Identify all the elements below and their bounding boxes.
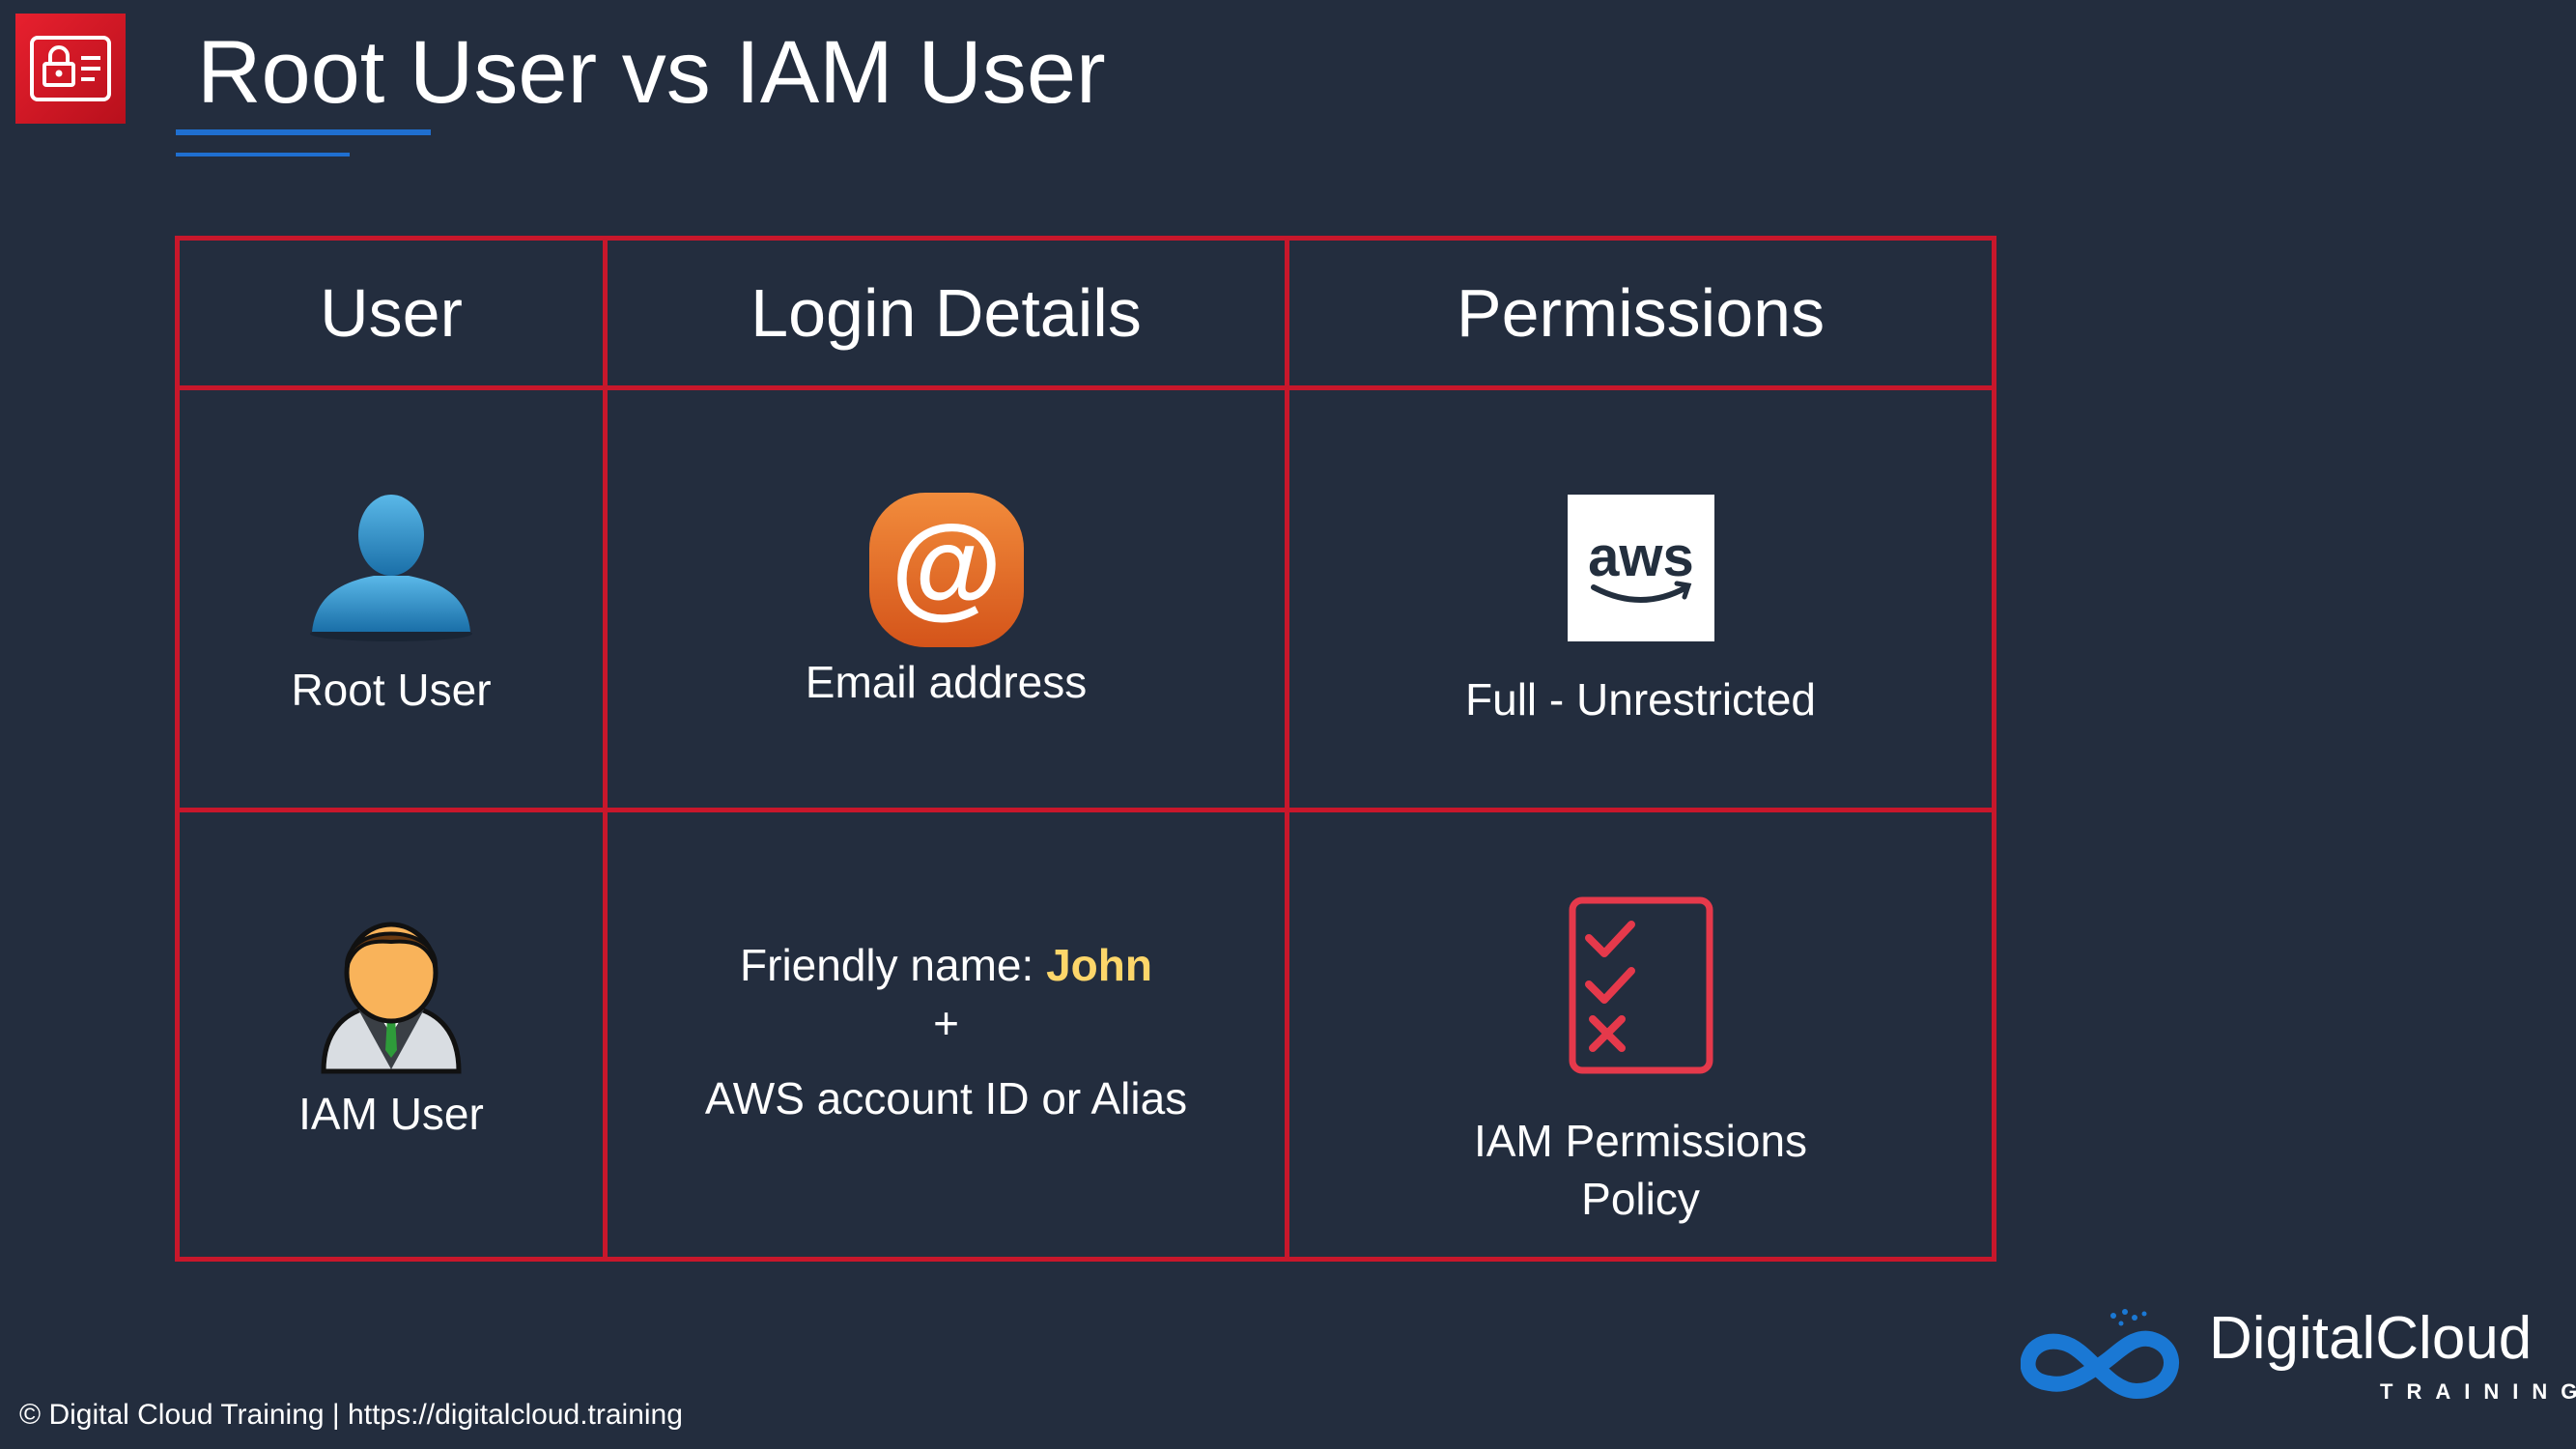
id-card-lock-icon <box>30 36 111 101</box>
header-user: User <box>180 241 608 390</box>
root-permissions-label: Full - Unrestricted <box>1465 674 1816 724</box>
person-silhouette-icon <box>310 495 472 641</box>
cell-root-permissions: aws Full - Unrestricted <box>1289 390 1992 812</box>
iam-permissions-label-line2: Policy <box>1581 1174 1700 1224</box>
friendly-name-value: John <box>1046 940 1152 990</box>
iam-permissions-label-line1: IAM Permissions <box>1473 1116 1808 1166</box>
page-title: Root User vs IAM User <box>197 23 1106 122</box>
iam-service-icon <box>15 14 126 124</box>
header-login-details: Login Details <box>608 241 1289 390</box>
root-login-label: Email address <box>805 657 1088 707</box>
at-sign-icon: @ <box>868 493 1024 647</box>
cell-iam-permissions: IAM Permissions Policy <box>1289 812 1992 1257</box>
brand-name: DigitalCloud <box>2209 1305 2533 1372</box>
header-permissions: Permissions <box>1289 241 1992 390</box>
cell-root-user: Root User <box>180 390 608 812</box>
title-underline <box>176 129 431 135</box>
aws-logo-icon: aws <box>1567 495 1714 641</box>
footer-copyright: © Digital Cloud Training | https://digit… <box>19 1399 683 1431</box>
cell-iam-user: IAM User <box>180 812 608 1257</box>
iam-user-label: IAM User <box>298 1089 484 1139</box>
title-underline-secondary <box>176 153 350 156</box>
root-user-label: Root User <box>291 665 492 715</box>
businessman-avatar-icon <box>321 922 462 1074</box>
cell-root-login: @ Email address <box>608 390 1289 812</box>
iam-login-plus: + <box>933 998 959 1048</box>
brand-subtitle: TRAINING <box>2380 1379 2576 1404</box>
checklist-icon <box>1569 896 1713 1074</box>
iam-login-friendly-name: Friendly name: John <box>740 940 1152 990</box>
iam-login-account-id: AWS account ID or Alias <box>704 1073 1188 1123</box>
comparison-table: User Login Details Permissions Root User <box>175 236 1996 1262</box>
infinity-cloud-icon <box>2021 1309 2179 1400</box>
brand-logo: DigitalCloud TRAINING <box>2021 1304 2576 1410</box>
svg-text:@: @ <box>891 502 1002 630</box>
svg-text:aws: aws <box>1588 526 1694 588</box>
cell-iam-login: Friendly name: John + AWS account ID or … <box>608 812 1289 1257</box>
